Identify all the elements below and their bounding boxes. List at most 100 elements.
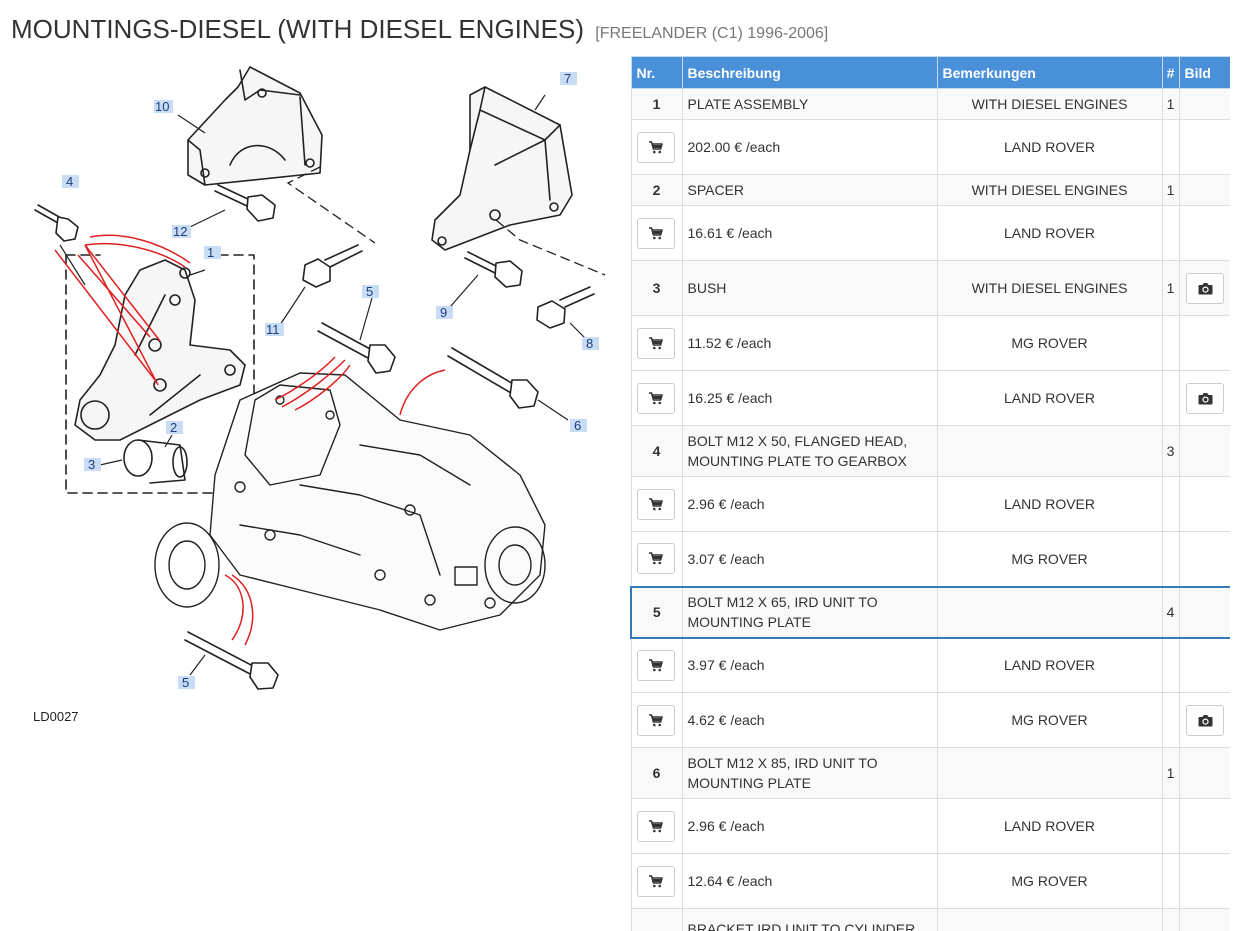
- callouts: 1 2 3 4 5 5 6 7 8 9 10 11 12: [62, 71, 599, 690]
- leader-8: [569, 322, 586, 339]
- page-subtitle: [FREELANDER (C1) 1996-2006]: [595, 25, 829, 42]
- shopping-cart-icon: [648, 140, 663, 154]
- offer-brand: MG ROVER: [936, 853, 1163, 909]
- add-to-cart-button[interactable]: [636, 217, 675, 249]
- callout-1[interactable]: 1: [204, 245, 221, 260]
- shopping-cart-icon: [648, 658, 663, 672]
- offer-quantity: [1161, 119, 1180, 175]
- leader-6: [537, 399, 569, 421]
- part-quantity: 3: [1161, 425, 1180, 477]
- shopping-cart-icon: [648, 819, 663, 833]
- shopping-cart-icon: [648, 552, 663, 565]
- callout-8[interactable]: 8: [582, 336, 599, 351]
- callout-3[interactable]: 3: [84, 457, 101, 472]
- part-number: 1: [630, 88, 683, 120]
- add-to-cart-button[interactable]: [636, 543, 675, 575]
- camera-icon[interactable]: [1186, 704, 1224, 736]
- offer-brand: LAND ROVER: [936, 370, 1163, 426]
- callout-9[interactable]: 9: [436, 305, 453, 320]
- part-remark: WITH DIESEL ENGINES: [936, 88, 1163, 120]
- col-header-nr[interactable]: Nr.: [630, 56, 683, 89]
- svg-text:3: 3: [88, 457, 95, 472]
- add-to-cart-button[interactable]: [636, 649, 675, 681]
- bolt-8-drawing: [536, 286, 595, 329]
- part-image-cell: [1178, 425, 1230, 477]
- part-remark: WITH DIESEL ENGINES: [936, 174, 1163, 206]
- add-to-cart-button[interactable]: [636, 865, 675, 897]
- offer-price: 12.64 € /each: [681, 853, 938, 909]
- part-quantity: 4: [1161, 585, 1180, 639]
- add-to-cart-button[interactable]: [636, 488, 675, 520]
- col-header-remarks[interactable]: Bemerkungen: [936, 56, 1163, 89]
- part-image-cell: [1178, 174, 1230, 206]
- callout-6[interactable]: 6: [570, 418, 587, 433]
- mounting-plate-1-drawing: [74, 259, 246, 441]
- callout-10[interactable]: 10: [154, 99, 173, 114]
- svg-text:10: 10: [155, 99, 169, 114]
- callout-12[interactable]: 12: [172, 224, 191, 239]
- callout-5-lower[interactable]: 5: [178, 675, 195, 690]
- shopping-cart-icon: [648, 713, 663, 727]
- offer-image-cell: [1178, 476, 1230, 532]
- cart-cell: [630, 798, 683, 854]
- offer-brand: LAND ROVER: [936, 119, 1163, 175]
- offer-price: 11.52 € /each: [681, 315, 938, 371]
- part-image-cell: [1178, 88, 1230, 120]
- offer-price: 4.62 € /each: [681, 692, 938, 748]
- offer-quantity: [1161, 637, 1180, 693]
- bolt-5-lower-drawing: [184, 631, 279, 690]
- svg-text:12: 12: [173, 224, 187, 239]
- part-image-cell: [1178, 260, 1230, 316]
- cart-cell: [630, 205, 683, 261]
- svg-text:5: 5: [182, 675, 189, 690]
- col-header-description[interactable]: Beschreibung: [681, 56, 938, 89]
- callout-2[interactable]: 2: [166, 420, 183, 435]
- add-to-cart-button[interactable]: [636, 327, 675, 359]
- part-description: BRACKET IRD UNIT TO CYLINDER: [681, 908, 938, 931]
- add-to-cart-button[interactable]: [636, 382, 675, 414]
- part-description: BOLT M12 X 85, IRD UNIT TO MOUNTING PLAT…: [681, 747, 938, 799]
- callout-5-upper[interactable]: 5: [362, 284, 379, 299]
- camera-icon[interactable]: [1186, 272, 1224, 304]
- add-to-cart-button[interactable]: [636, 810, 675, 842]
- bolt-5-upper-drawing: [317, 322, 396, 374]
- leader-11: [279, 286, 306, 326]
- cart-cell: [630, 315, 683, 371]
- part-row[interactable]: BRACKET IRD UNIT TO CYLINDER: [630, 908, 1230, 931]
- svg-text:6: 6: [574, 418, 581, 433]
- callout-11[interactable]: 11: [265, 322, 284, 337]
- camera-icon[interactable]: [1186, 382, 1224, 414]
- offer-image-cell: [1178, 798, 1230, 854]
- offer-brand: MG ROVER: [936, 692, 1163, 748]
- col-header-image[interactable]: Bild: [1178, 56, 1230, 89]
- shopping-cart-icon: [648, 336, 663, 350]
- offer-image-cell: [1178, 119, 1230, 175]
- shopping-cart-icon: [648, 874, 663, 888]
- part-quantity: [1161, 908, 1180, 931]
- part-description: SPACER: [681, 174, 938, 206]
- callout-7[interactable]: 7: [560, 71, 577, 86]
- add-to-cart-button[interactable]: [636, 704, 675, 736]
- callout-4[interactable]: 4: [62, 174, 79, 189]
- cart-cell: [630, 692, 683, 748]
- leader-7: [534, 94, 546, 111]
- offer-quantity: [1161, 853, 1180, 909]
- part-number: [630, 908, 683, 931]
- offer-quantity: [1161, 476, 1180, 532]
- part-number: 2: [630, 174, 683, 206]
- svg-text:7: 7: [564, 71, 571, 86]
- part-remark: [936, 425, 1163, 477]
- add-to-cart-button[interactable]: [636, 131, 675, 163]
- col-header-qty[interactable]: #: [1161, 56, 1180, 89]
